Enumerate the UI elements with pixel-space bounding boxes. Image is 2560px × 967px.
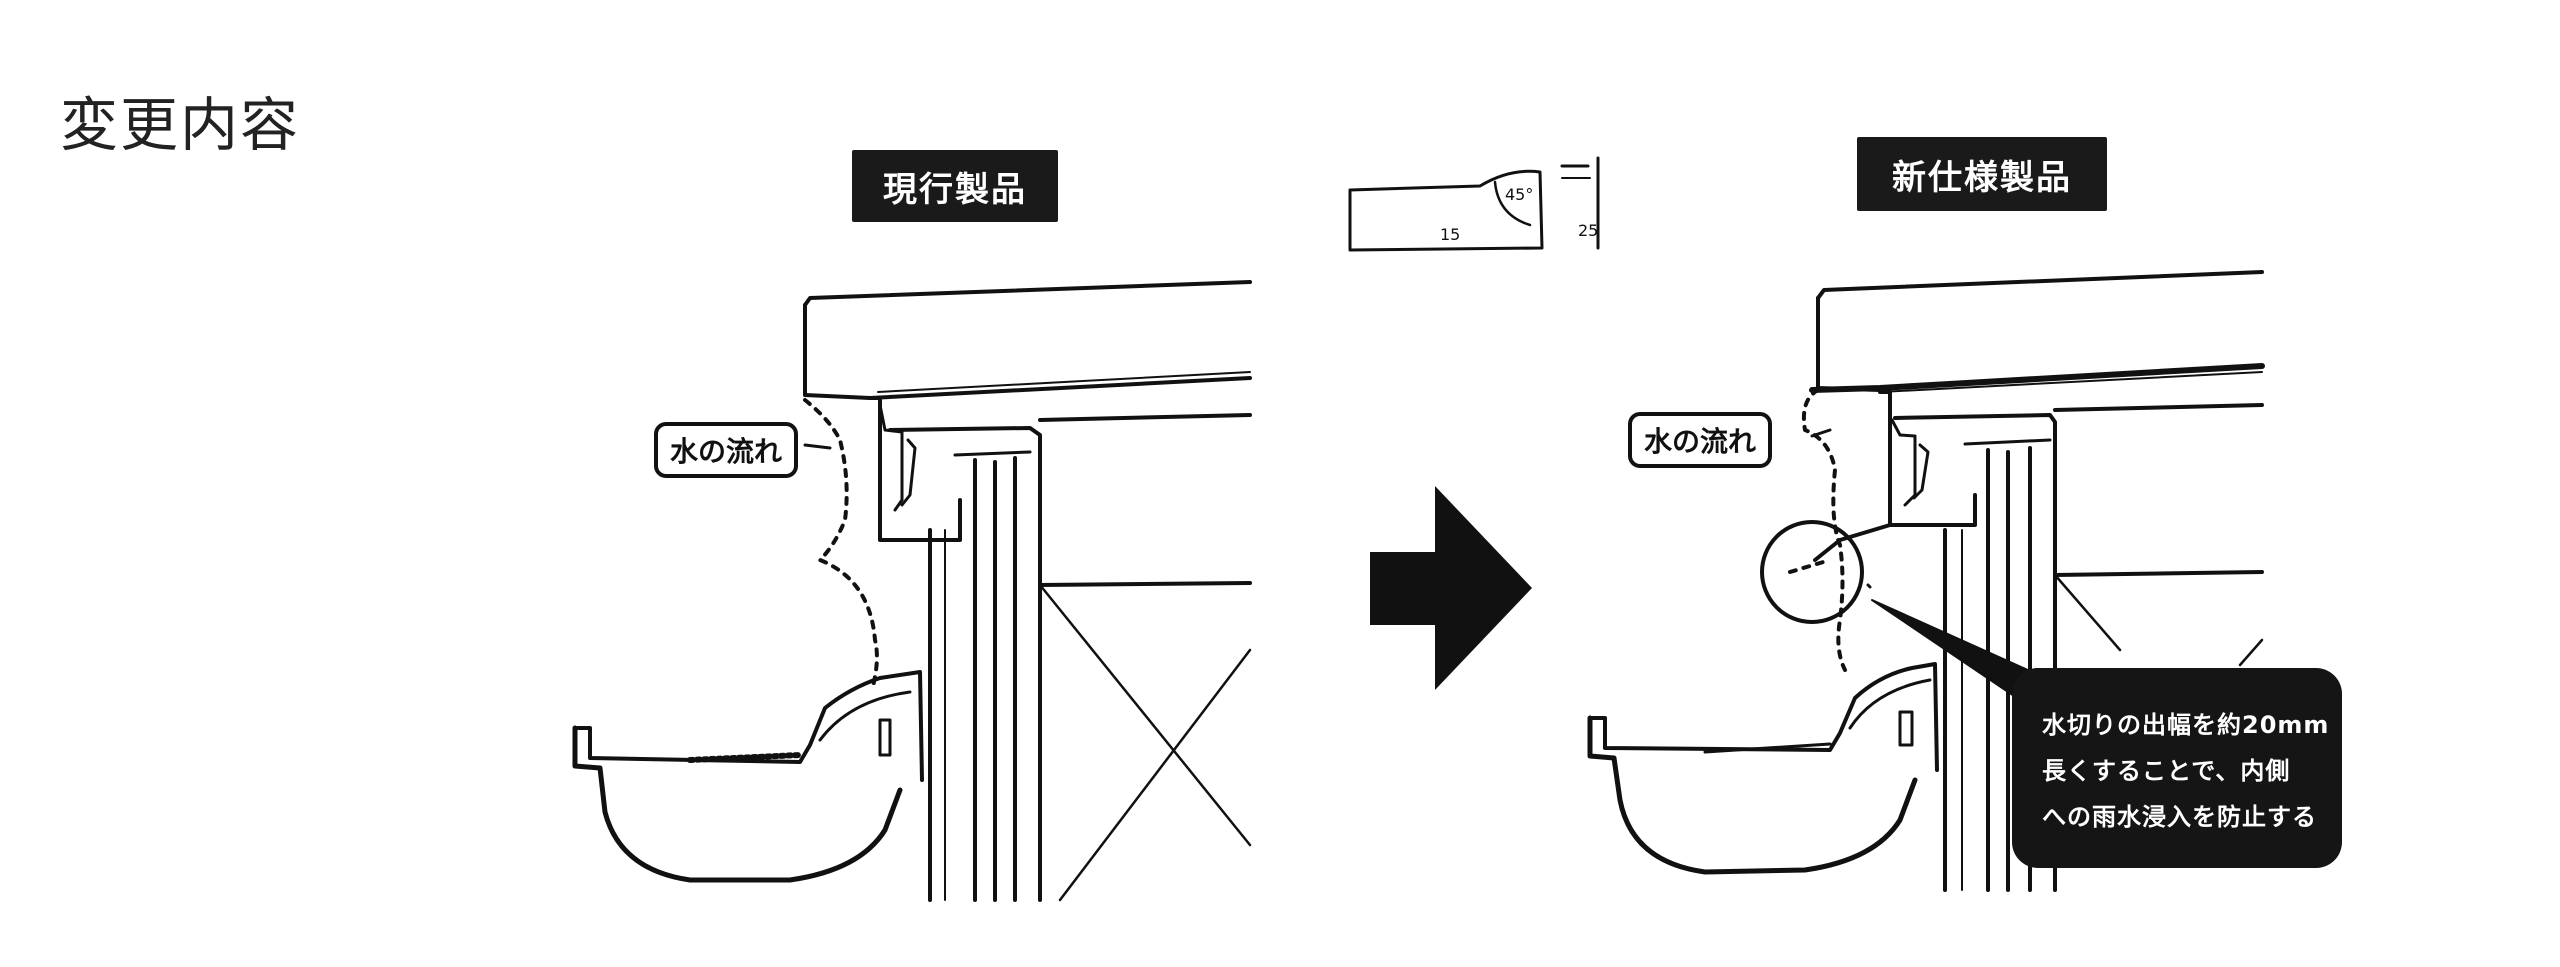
note-line-1: 水切りの出幅を約20mm: [2042, 711, 2330, 739]
note-line-3: への雨水浸入を防止する: [2042, 803, 2317, 831]
label-current-product: 現行製品: [852, 150, 1058, 222]
callout-water-flow-current: 水の流れ: [654, 422, 799, 478]
callout-water-flow-new: 水の流れ: [1628, 412, 1773, 468]
detail-dim-right: 25: [1578, 221, 1598, 240]
current-product-drawing: [572, 280, 1252, 902]
note-line-2: 長くすることで、内側: [2042, 757, 2291, 785]
arrow-right-icon: [1370, 486, 1532, 690]
label-new-product: 新仕様製品: [1857, 137, 2107, 211]
detail-section: 15 45° 25: [1348, 156, 1600, 252]
page-title: 変更内容: [60, 91, 301, 159]
improvement-note: 水切りの出幅を約20mm 長くすることで、内側 への雨水浸入を防止する: [2012, 668, 2342, 868]
detail-dim-angle: 45°: [1505, 185, 1533, 204]
detail-dim-left: 15: [1440, 225, 1460, 244]
